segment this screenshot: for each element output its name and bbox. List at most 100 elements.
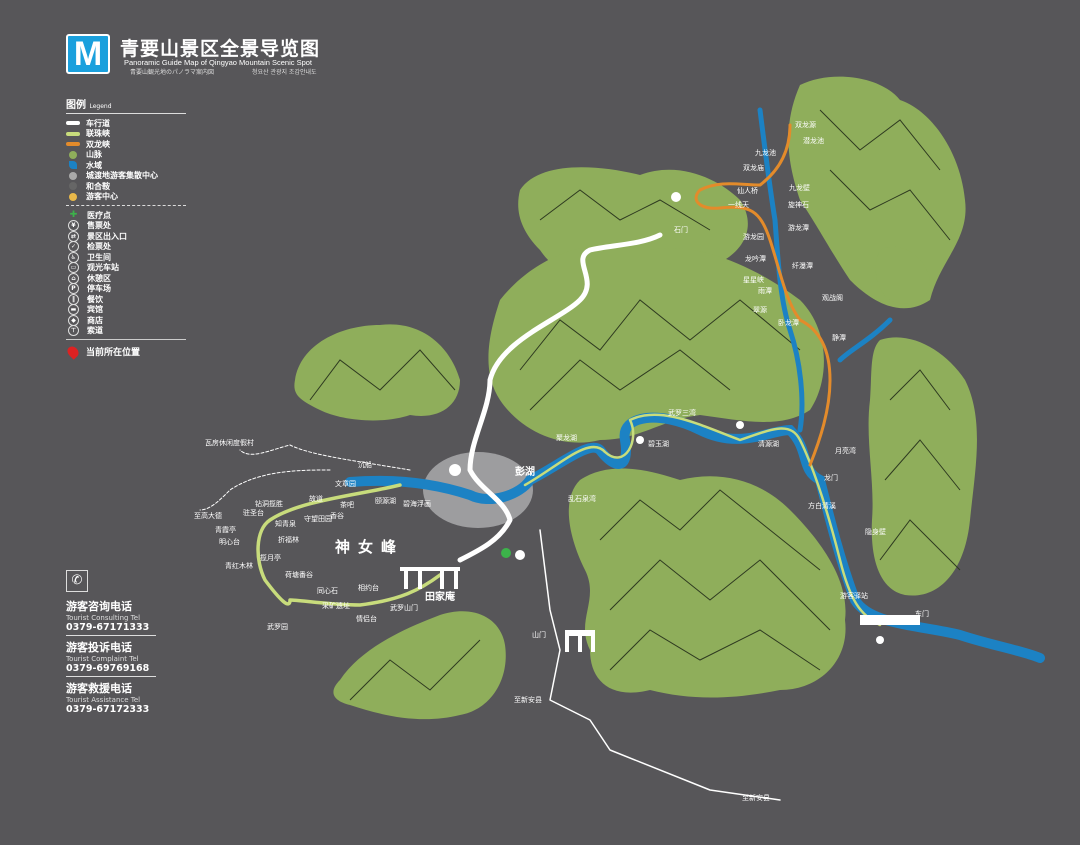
place-label: 荷塘番谷 xyxy=(285,570,313,579)
mountain-swatch-icon xyxy=(69,150,77,159)
water-swatch-icon xyxy=(69,161,77,170)
stream-east xyxy=(837,317,893,363)
metro-logo: M xyxy=(66,34,110,74)
lianzhu-route-west xyxy=(256,483,442,607)
legend-current-location: 当前所在位置 xyxy=(65,343,186,360)
legend-rest: ⌂休憩区 xyxy=(66,272,186,284)
mountain-west xyxy=(294,324,460,421)
legend-road: 车行道 xyxy=(66,118,186,129)
parking-icon xyxy=(515,550,525,560)
shuanglong-route xyxy=(694,123,832,467)
place-label: 双龙庙 xyxy=(743,163,764,172)
mountain-east-small xyxy=(875,246,930,304)
place-label: 纤瀑潭 xyxy=(792,261,813,270)
place-label: 武罗园 xyxy=(267,622,288,631)
place-label: 青红木林 xyxy=(225,561,253,570)
medical-icon: ✚ xyxy=(69,209,78,220)
place-label: 静潭 xyxy=(832,333,846,342)
place-label: 香谷 xyxy=(330,511,344,520)
place-label: 故道 xyxy=(309,494,323,503)
legend-mountain: 山脉 xyxy=(66,150,186,161)
lianzhu-line-icon xyxy=(66,131,80,136)
lianzhu-route-east xyxy=(523,413,882,627)
place-label: 翠源 xyxy=(753,305,767,314)
mountain-southwest xyxy=(333,611,506,720)
mountain-northeast xyxy=(788,76,966,309)
place-label: 游龙潭 xyxy=(788,223,809,232)
legend-entrance: ⇄景区出入口 xyxy=(66,230,186,242)
mountain-center xyxy=(488,244,824,443)
place-label: 钻洞揽胜 xyxy=(255,499,283,508)
legend-lianzhu: 联珠峡 xyxy=(66,129,186,140)
place-label: 仙人桥 xyxy=(737,186,758,195)
place-label: 碧玉湖 xyxy=(648,439,669,448)
place-label: 旋神石 xyxy=(788,200,809,209)
subtitle-en: Panoramic Guide Map of Qingyao Mountain … xyxy=(124,58,313,67)
entrance-icon: ⇄ xyxy=(68,230,79,242)
east-gate-icon xyxy=(860,615,920,625)
place-label: 采矿遗址 xyxy=(322,601,350,610)
shuttle-icon: ▭ xyxy=(68,262,79,274)
legend-visitor-center: 游客中心 xyxy=(66,192,186,203)
saddle-swatch-icon xyxy=(69,182,77,191)
legend-shuanglong: 双龙峡 xyxy=(66,139,186,150)
subtitle-ja: 青要山観光地のパノラマ案内図 xyxy=(130,69,215,76)
shuanglong-line-icon xyxy=(66,142,80,147)
place-label: 山门 xyxy=(532,630,546,639)
legend-cableway: ⊤索道 xyxy=(66,325,186,337)
toilet-icon: ♿ xyxy=(68,251,79,263)
place-label: 相约台 xyxy=(358,583,379,592)
place-label: 九龙池 xyxy=(755,148,776,157)
mountain-south-center xyxy=(568,468,846,698)
place-label: 隐身壁 xyxy=(865,527,886,536)
ticket-icon: ¥ xyxy=(68,220,79,232)
place-label: 沉船 xyxy=(358,460,372,469)
place-label: 方白清溪 xyxy=(808,501,836,510)
rest-icon: ⌂ xyxy=(68,272,79,284)
toilet-icon xyxy=(636,436,644,444)
place-label: 双龙源 xyxy=(795,120,816,129)
place-label: 青霞亭 xyxy=(215,525,236,534)
facility-markers xyxy=(449,192,884,644)
road-west xyxy=(199,444,411,511)
phone-number: 0379-69769168 xyxy=(66,663,156,677)
place-label: 九龙壁 xyxy=(789,183,810,192)
place-label: 文章园 xyxy=(335,479,356,488)
place-label: 彭湖 xyxy=(515,465,535,478)
place-label: 雨潭 xyxy=(758,286,772,295)
phone-number: 0379-67172333 xyxy=(66,704,150,715)
legend-shop: ◆商店 xyxy=(66,314,186,326)
location-pin-icon xyxy=(65,343,81,360)
place-label: 明心台 xyxy=(219,537,240,546)
legend: 图例 Legend 车行道 联珠峡 双龙峡 山脉 水域 城渡地游客集散中心 和合… xyxy=(65,96,186,360)
legend-ticket-check: ✓检票处 xyxy=(66,241,186,253)
place-label: 观战阁 xyxy=(822,293,843,302)
place-label: 至高大德 xyxy=(194,511,222,520)
legend-hub: 城渡地游客集散中心 xyxy=(66,171,186,182)
place-label: 清源湖 xyxy=(758,439,779,448)
phone-panel: ✆ 游客咨询电话 Tourist Consulting Tel 0379-671… xyxy=(66,570,156,720)
shanmen-gate-icon xyxy=(565,630,595,636)
ridge-lines xyxy=(309,109,961,701)
legend-divider xyxy=(66,205,186,206)
legend-hotel: ▬宾馆 xyxy=(66,304,186,316)
toilet-icon xyxy=(736,421,744,429)
place-label: 潜龙池 xyxy=(803,136,824,145)
phone-complaint: 游客投诉电话 Tourist Complaint Tel 0379-697691… xyxy=(66,639,156,677)
legend-title: 图例 Legend xyxy=(66,96,186,114)
subtitle-ko: 청요산 관광지 조감안내도 xyxy=(252,69,317,76)
place-label: 知青泉 xyxy=(275,519,296,528)
tianjiaan-label: 田家庵 xyxy=(425,590,456,603)
place-label: 月亮湾 xyxy=(835,446,856,455)
place-label: 龙门 xyxy=(824,473,838,482)
phone-number: 0379-67171333 xyxy=(66,622,156,636)
peak-label: 神女峰 xyxy=(335,538,404,556)
routes xyxy=(199,123,882,801)
gates xyxy=(400,567,920,652)
place-label: 颐源湖 xyxy=(375,496,396,505)
phone-icon: ✆ xyxy=(66,570,88,592)
visitor-center-icon xyxy=(69,192,77,201)
place-label: 乱石泉湾 xyxy=(568,494,596,503)
